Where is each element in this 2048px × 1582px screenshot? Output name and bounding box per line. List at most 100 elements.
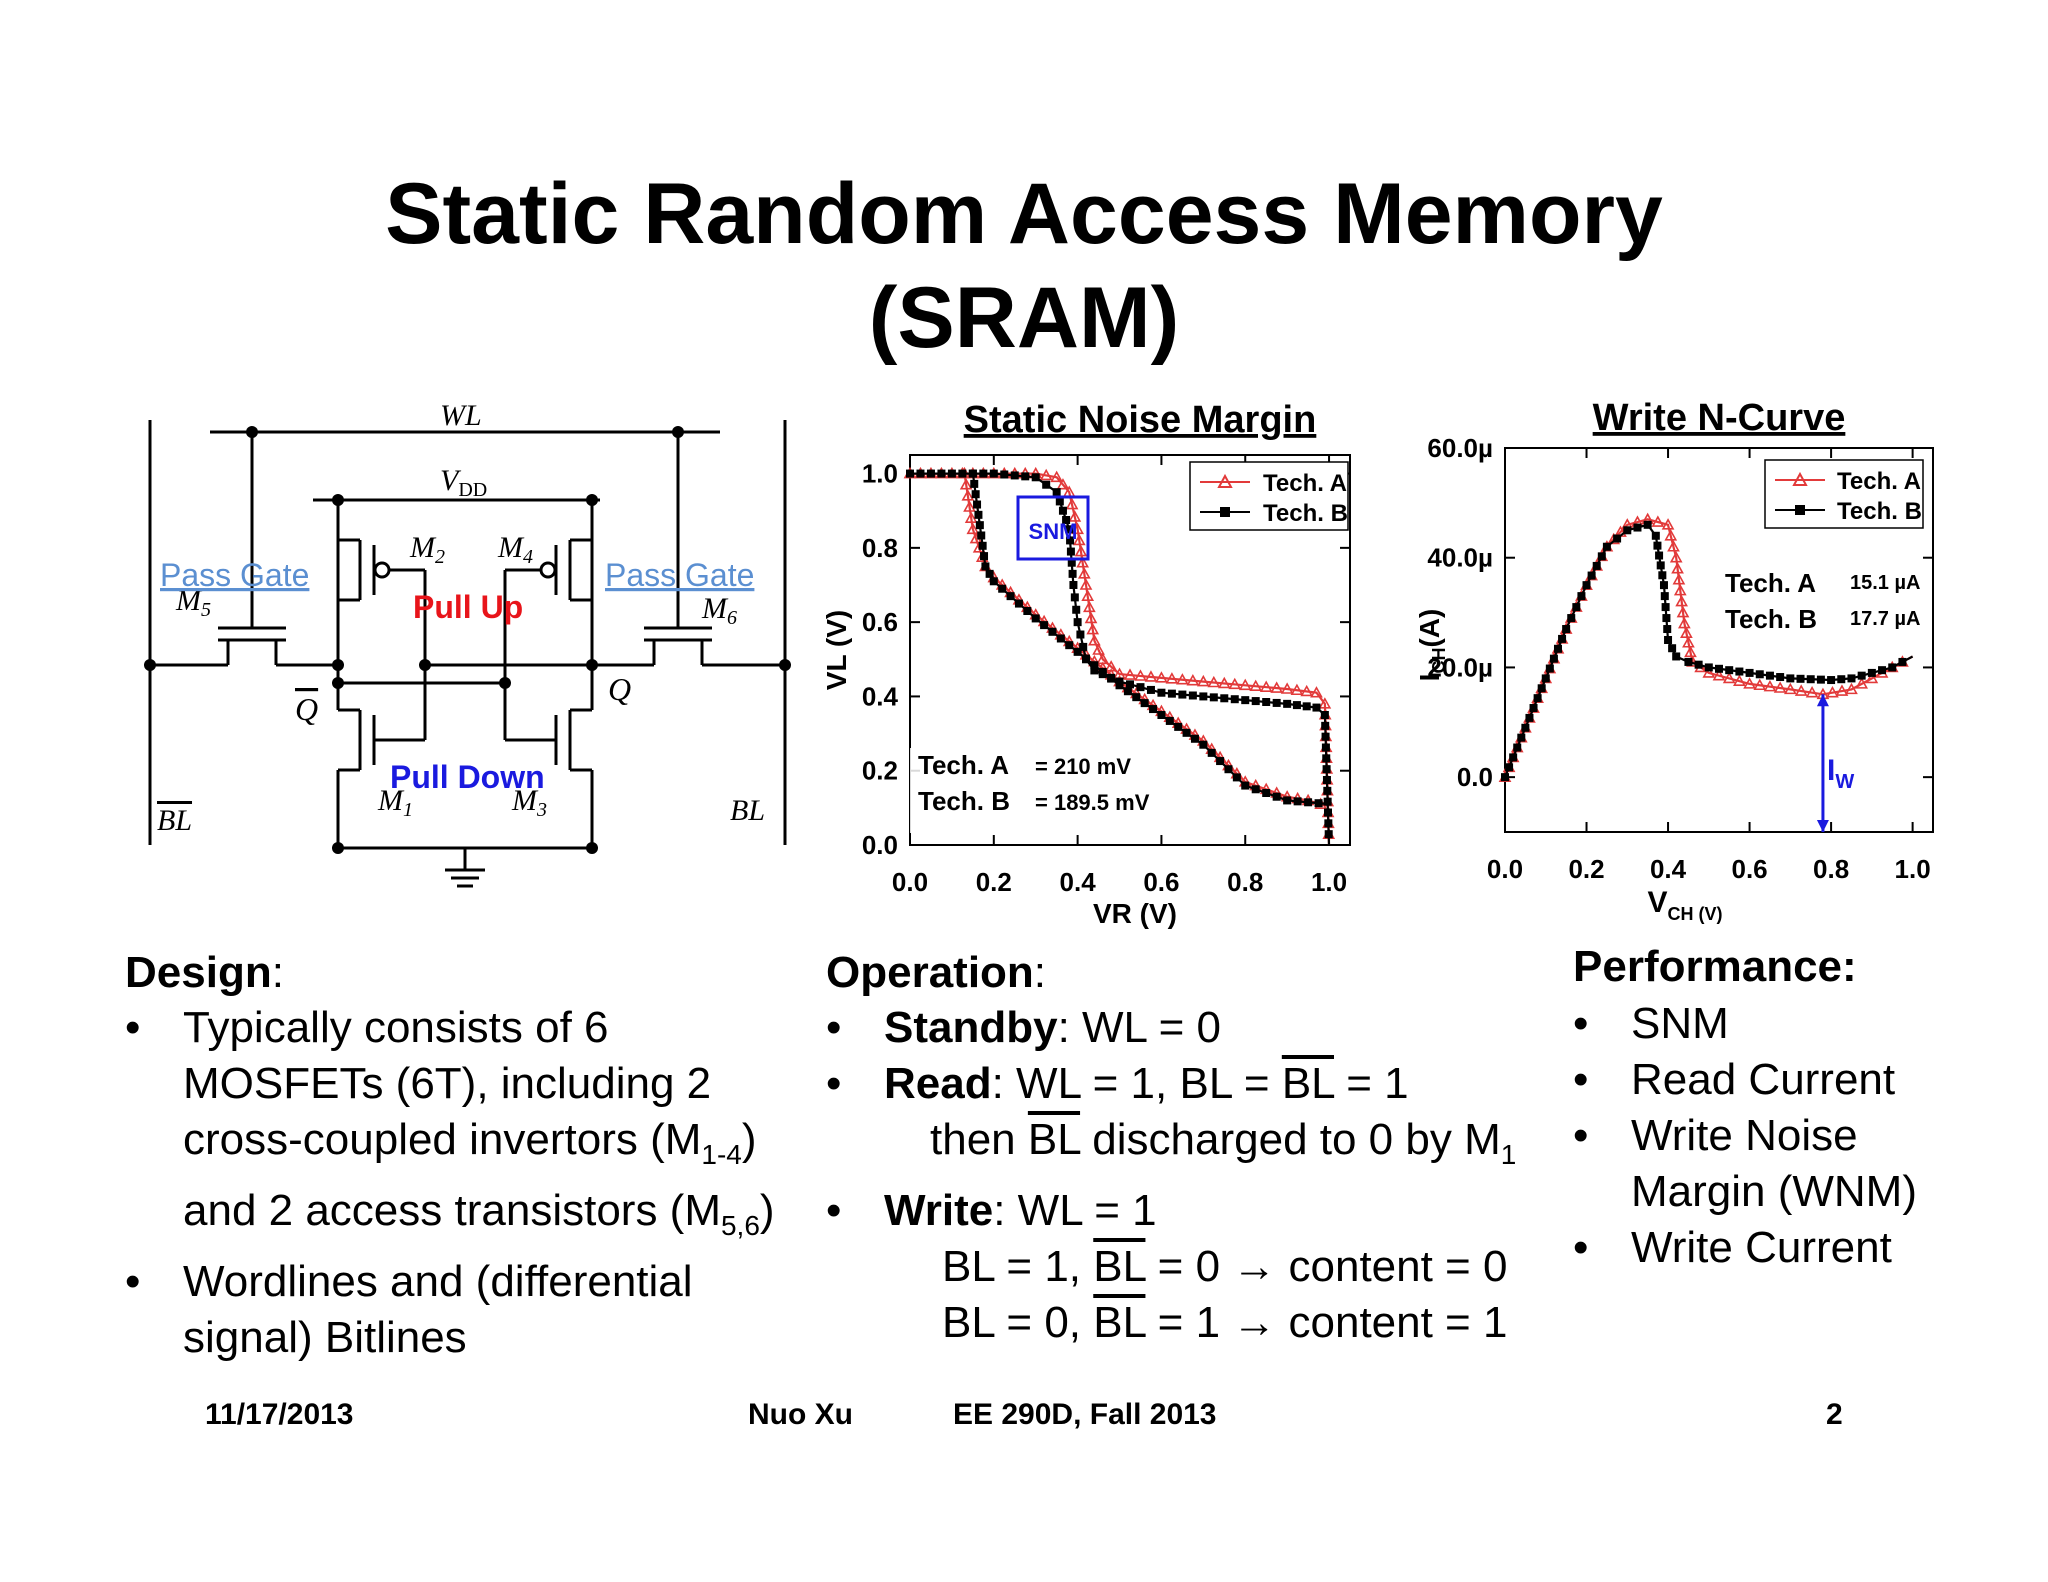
performance-item: Read Current — [1573, 1052, 2013, 1108]
snm-tech-b-curve2-point — [1182, 728, 1191, 737]
write-tech-b-point — [1672, 652, 1681, 661]
write-tech-a-point — [1684, 645, 1697, 658]
snm-tech-b-curve1-point — [1066, 536, 1075, 545]
snm-tech-b-curve2-point — [968, 469, 977, 478]
snm-tech-b-curve2-point — [1232, 773, 1241, 782]
snm-tech-b-curve2-point — [1014, 599, 1023, 608]
snm-tech-b-curve2-point — [1272, 792, 1281, 801]
snm-tech-a-curve2-point — [964, 511, 978, 523]
m2-label: M2 — [409, 531, 445, 568]
snm-ylabel: VL (V) — [821, 610, 852, 690]
wl-label: WL — [440, 400, 482, 432]
snm-tech-b-curve2-point — [985, 569, 994, 578]
snm-ytick-label: 0.4 — [862, 681, 899, 711]
snm-chart-title: Static Noise Margin — [964, 399, 1317, 441]
write-tech-b-point — [1662, 614, 1671, 623]
snm-tech-a-curve2-point — [966, 522, 980, 535]
snm-tech-b-curve2-point — [1098, 667, 1107, 676]
snm-tech-b-curve2-point — [975, 521, 984, 530]
snm-tech-b-curve1-point — [1262, 698, 1271, 706]
snm-tech-a-curve1-point — [1077, 567, 1091, 579]
write-tech-b-point — [1582, 581, 1591, 590]
snm-tech-b-curve2-point — [1006, 592, 1015, 601]
snm-tech-b-curve2-point — [1174, 722, 1183, 731]
write-tech-b-point — [1533, 694, 1542, 703]
snm-tech-b-curve1-point — [1321, 732, 1330, 741]
snm-tech-b-curve1-point — [1042, 480, 1051, 489]
snm-ytick-label: 0.8 — [862, 533, 898, 563]
iw-arrow: IW — [1816, 694, 1854, 832]
snm-tech-b-curve1-point — [1065, 525, 1074, 534]
write-tech-a-point — [1667, 540, 1680, 552]
write-tech-b-point — [1633, 523, 1642, 532]
write-tech-b-point — [1806, 675, 1815, 684]
write-tech-b-point — [1623, 526, 1632, 535]
snm-tech-b-curve1-point — [1178, 690, 1187, 699]
snm-tech-b-curve1-point — [1067, 558, 1076, 567]
write-tech-a-point — [1826, 686, 1839, 698]
operation-section: Operation: Standby: WL = 0 Read: WL = 1,… — [826, 948, 1586, 1351]
snm-tech-b-curve1-point — [1209, 693, 1218, 702]
write-tech-a-point — [1671, 562, 1684, 574]
write-tech-b-point — [1558, 634, 1567, 643]
footer-course: EE 290D, Fall 2013 — [953, 1398, 1217, 1431]
write-tech-b-point — [1643, 520, 1652, 529]
snm-tech-b-curve2-point — [1048, 627, 1057, 636]
write-tech-a-point — [1682, 636, 1695, 648]
write-tech-b-point — [1602, 542, 1611, 551]
write-tech-b-point — [1517, 733, 1526, 742]
write-tech-a-point — [1677, 616, 1691, 629]
pass-gate-left-label: Pass Gate — [160, 557, 309, 593]
write-tech-b-point — [1661, 603, 1670, 612]
write-tech-b-point — [1827, 676, 1836, 685]
design-item-1: Typically consists of 6 MOSFETs (6T), in… — [125, 1000, 825, 1254]
snm-tech-a-curve1-point — [1134, 669, 1147, 681]
snm-tech-b-curve2-point — [1056, 634, 1065, 643]
write-annot-a-value: 15.1 µA — [1850, 572, 1920, 594]
snm-annot-b-value: = 189.5 mV — [1035, 790, 1150, 815]
snm-tech-b-curve2-point — [1216, 757, 1225, 766]
performance-section: Performance: SNM Read Current Write Nois… — [1573, 942, 2013, 1276]
write-annot-a-label: Tech. A — [1725, 568, 1816, 598]
write-annot-b-label: Tech. B — [1725, 604, 1817, 634]
snm-tech-a-curve1-point — [1207, 675, 1221, 688]
snm-tech-a-curve1-point — [1249, 679, 1263, 692]
snm-ytick-label: 1.0 — [862, 459, 898, 489]
snm-box — [1016, 495, 1090, 561]
write-tech-b-point — [1684, 657, 1693, 666]
snm-tech-a-curve1-point — [1092, 643, 1105, 655]
snm-tech-a-curve1-point — [1050, 470, 1064, 483]
snm-tech-b-curve2-point — [1283, 796, 1292, 805]
snm-tech-b-curve2-point — [1140, 699, 1149, 708]
write-tech-b-point — [1878, 666, 1887, 675]
write-tech-b-point — [1545, 664, 1554, 673]
snm-tech-b-curve1-point — [1090, 666, 1099, 675]
operation-read: Read: WL = 1, BL = BL = 1 then BL discha… — [826, 1056, 1586, 1183]
write-plot-frame — [1504, 447, 1934, 833]
snm-ytick-label: 0.2 — [862, 756, 898, 786]
snm-annot-a-label: Tech. A — [918, 750, 1009, 780]
snm-xtick-label: 0.8 — [1227, 867, 1263, 897]
snm-ytick-label: 0.0 — [862, 830, 898, 860]
snm-tech-b-curve1-point — [1058, 506, 1067, 515]
write-tech-b-point — [1505, 763, 1514, 772]
write-tech-a-point — [1661, 518, 1675, 530]
snm-tech-b-curve1-point — [1322, 754, 1331, 763]
snm-tech-a-curve1-point — [1186, 673, 1200, 686]
snm-tech-b-curve2-point — [1304, 798, 1313, 807]
snm-tech-b-curve1-point — [1251, 697, 1260, 706]
write-tech-a-point — [1675, 594, 1688, 607]
snm-tech-b-curve2-point — [1123, 687, 1132, 696]
snm-tech-a-curve1-point — [1165, 672, 1179, 684]
write-legend-a: Tech. A — [1837, 468, 1921, 495]
write-ylabel: ICH(A) — [1414, 609, 1449, 682]
write-tech-a-point — [1651, 515, 1665, 527]
snm-tech-b-curve2-point — [970, 479, 979, 488]
snm-tech-b-curve1-point — [1322, 765, 1331, 774]
write-ytick-label: 0.0 — [1457, 762, 1493, 792]
write-tech-b-point — [1867, 668, 1876, 677]
write-ytick-label: 40.0µ — [1427, 543, 1493, 573]
write-tech-b-point — [1735, 667, 1744, 676]
write-tech-b-point — [1786, 674, 1795, 683]
